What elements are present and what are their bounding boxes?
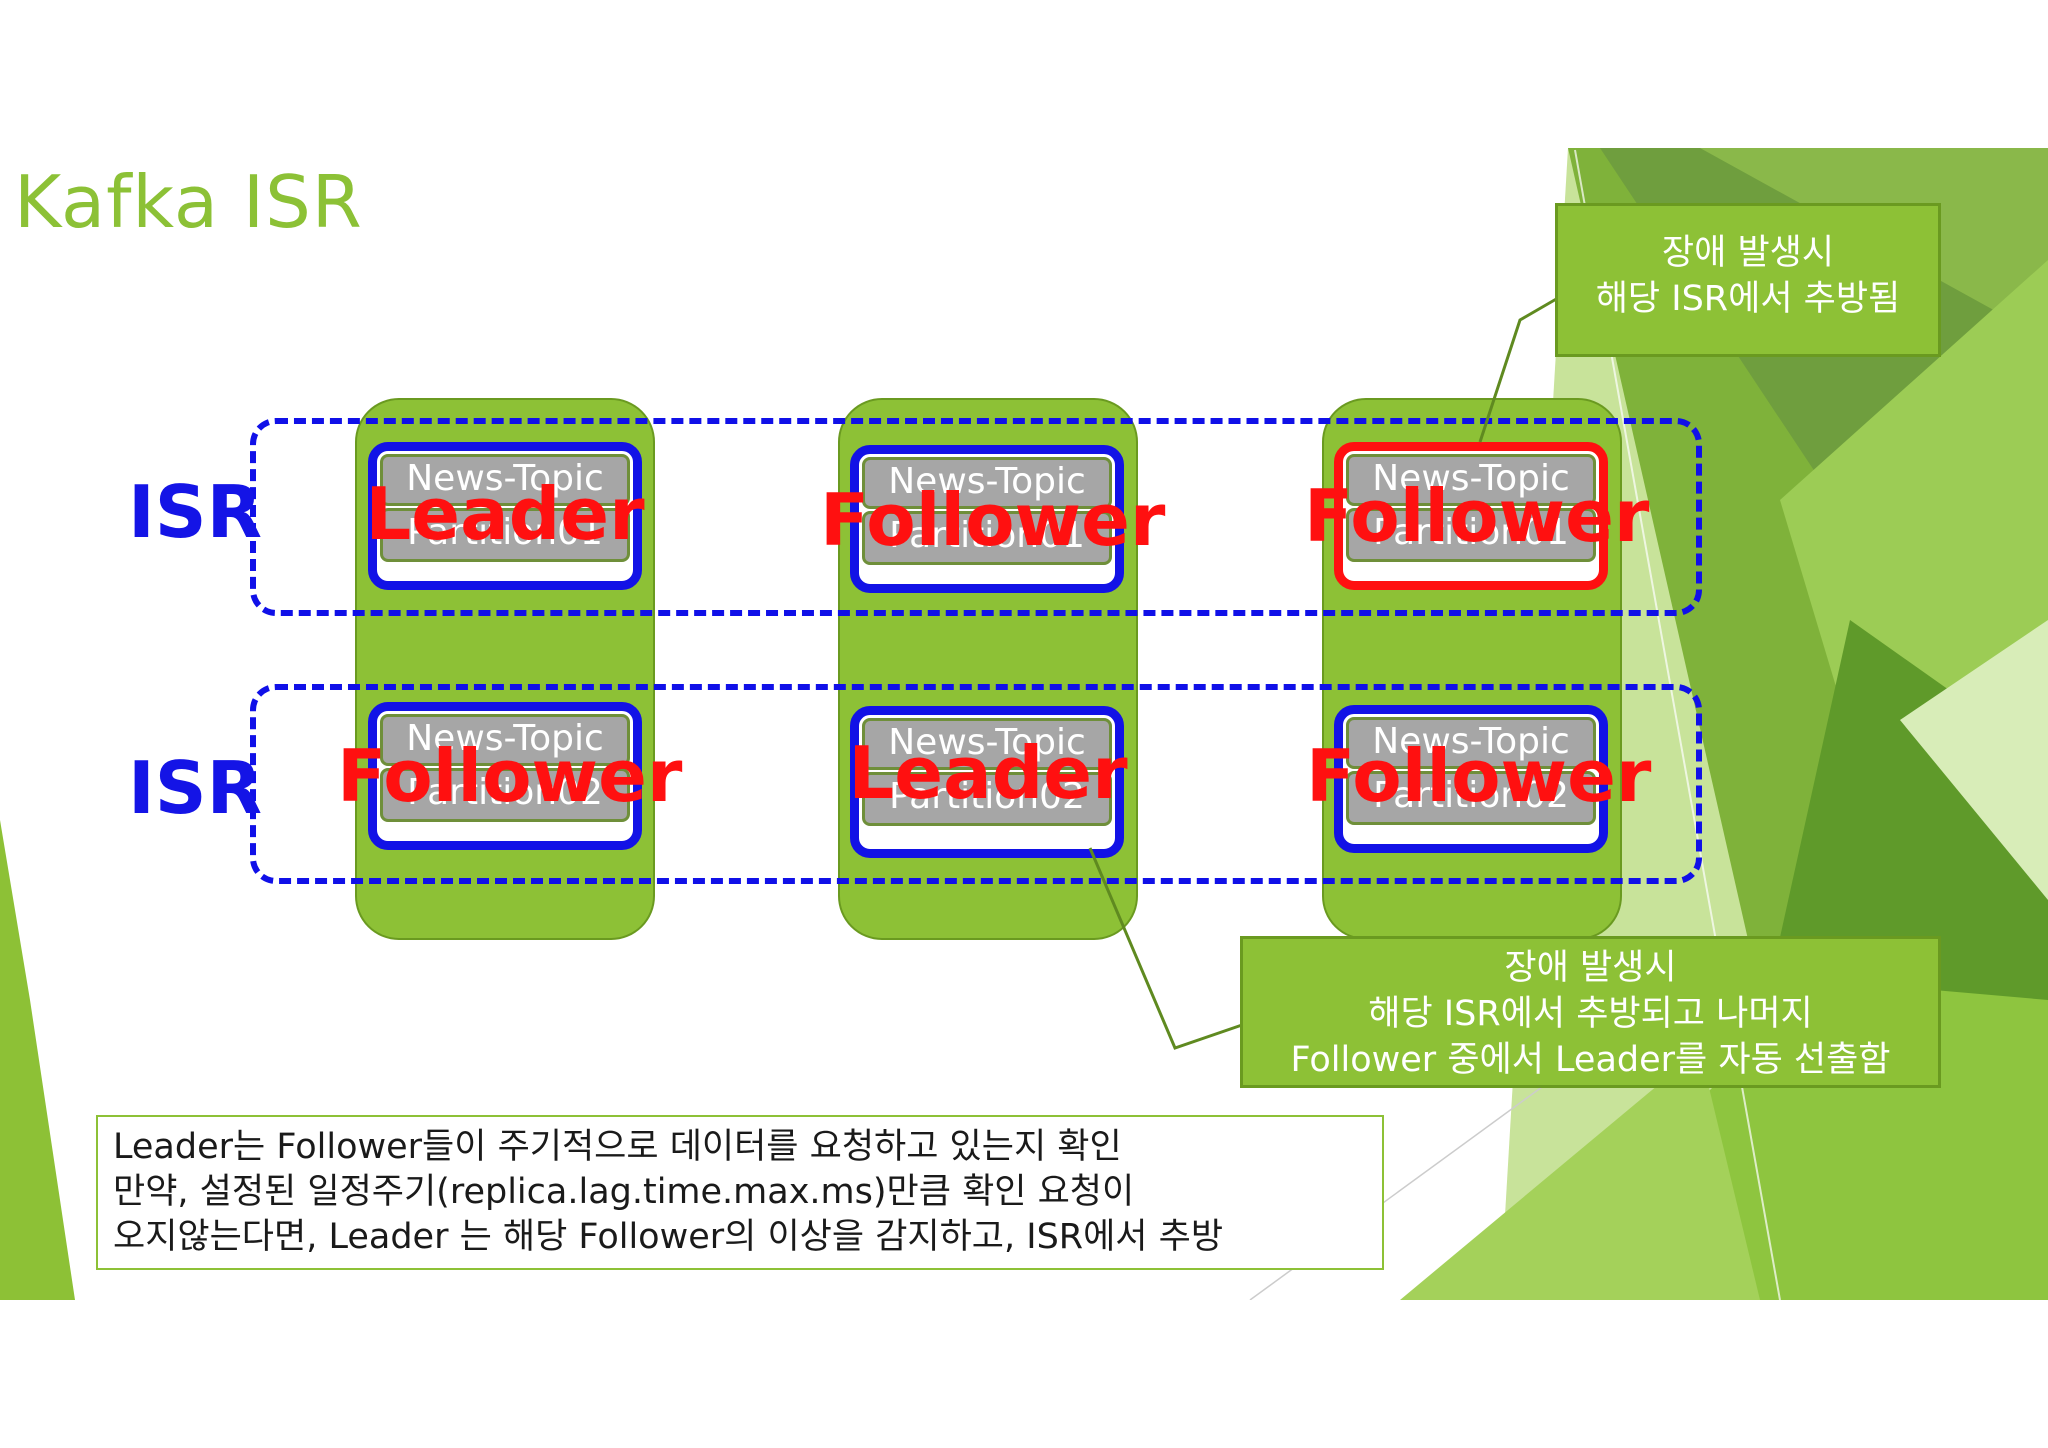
callout-line: 해당 ISR에서 추방됨: [1595, 279, 1901, 319]
topic-label: News-Topic: [380, 714, 630, 766]
partition-label: Partition01: [1346, 508, 1596, 562]
partition-label: Partition02: [1346, 771, 1596, 825]
partition-frame-b3-p02: News-Topic Partition02: [1334, 705, 1608, 853]
role-label-b1-p01: Leader: [365, 472, 645, 556]
slide-title: Kafka ISR: [14, 160, 363, 244]
callout-line: Follower 중에서 Leader를 자동 선출함: [1290, 1040, 1891, 1080]
isr-group-partition01: [250, 418, 1702, 616]
isr-group-partition02: [250, 684, 1702, 884]
partition-frame-b1-p01: News-Topic Partition01: [368, 442, 642, 590]
topic-label: News-Topic: [1346, 454, 1596, 506]
note-line: 만약, 설정된 일정주기(replica.lag.time.max.ms)만큼 …: [113, 1172, 1135, 1212]
role-label-b1-p02: Follower: [337, 734, 683, 818]
callout-evicted-and-reelected: 장애 발생시 해당 ISR에서 추방되고 나머지 Follower 중에서 Le…: [1240, 936, 1941, 1088]
topic-label: News-Topic: [862, 457, 1112, 509]
note-line: 오지않는다면, Leader 는 해당 Follower의 이상을 감지하고, …: [113, 1217, 1224, 1257]
callout-evicted: 장애 발생시 해당 ISR에서 추방됨: [1555, 203, 1941, 357]
partition-frame-b1-p02: News-Topic Partition02: [368, 702, 642, 850]
note-line: Leader는 Follower들이 주기적으로 데이터를 요청하고 있는지 확…: [113, 1127, 1122, 1167]
partition-label: Partition02: [380, 768, 630, 822]
partition-label: Partition01: [380, 508, 630, 562]
role-label-b3-p01: Follower: [1304, 474, 1650, 558]
partition-frame-b2-p02: News-Topic Partition02: [850, 706, 1124, 858]
partition-label: Partition01: [862, 511, 1112, 565]
isr-label-1: ISR: [128, 470, 263, 554]
callout-line: 해당 ISR에서 추방되고 나머지: [1368, 994, 1813, 1034]
partition-frame-b2-p01: News-Topic Partition01: [850, 445, 1124, 593]
isr-label-2: ISR: [128, 746, 263, 830]
callout-line: 장애 발생시: [1504, 948, 1677, 988]
role-label-b2-p02: Leader: [848, 731, 1128, 815]
role-label-b2-p01: Follower: [820, 478, 1166, 562]
slide: Kafka ISR ISR ISR News-Topic Partition01…: [0, 148, 2048, 1300]
role-label-b3-p02: Follower: [1306, 734, 1652, 818]
topic-label: News-Topic: [380, 454, 630, 506]
partition-label: Partition02: [862, 772, 1112, 826]
partition-frame-b3-p01-failed: News-Topic Partition01: [1334, 442, 1608, 590]
topic-label: News-Topic: [1346, 717, 1596, 769]
callout-connectors: [1088, 296, 1559, 1050]
topic-label: News-Topic: [862, 718, 1112, 770]
explanation-note: Leader는 Follower들이 주기적으로 데이터를 요청하고 있는지 확…: [96, 1115, 1384, 1270]
callout-line: 장애 발생시: [1661, 233, 1835, 273]
